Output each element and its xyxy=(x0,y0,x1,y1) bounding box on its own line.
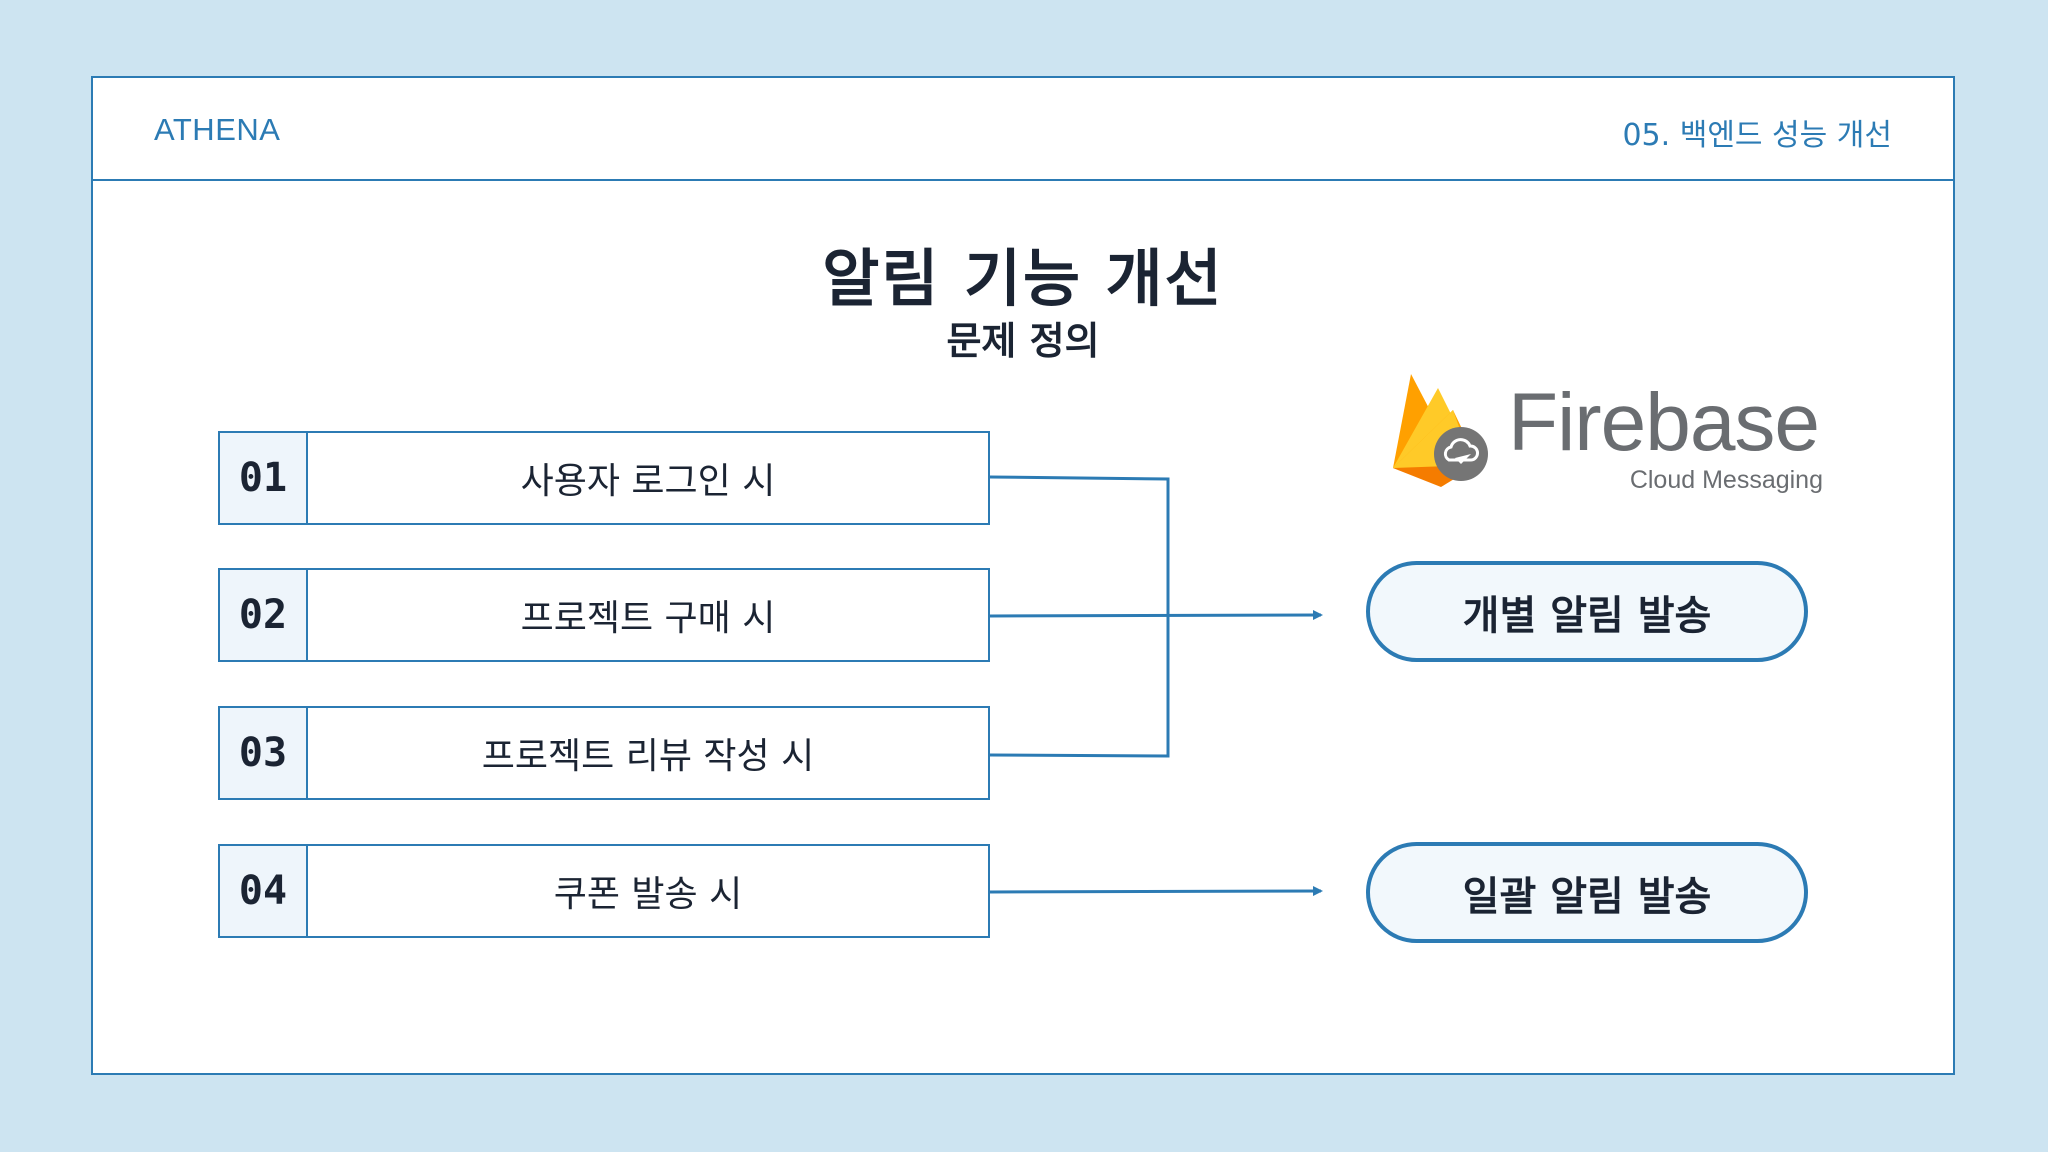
event-label: 사용자 로그인 시 xyxy=(520,461,776,502)
connector-lines xyxy=(989,475,1323,897)
event-row: 04 쿠폰 발송 시 xyxy=(218,844,990,938)
event-row: 02 프로젝트 구매 시 xyxy=(218,568,990,662)
event-number: 04 xyxy=(220,846,308,936)
slide-title: 알림 기능 개선 xyxy=(822,242,1224,315)
firebase-wordmark: Firebase xyxy=(1508,377,1820,468)
event-number: 02 xyxy=(220,570,308,660)
individual-notification-box: 개별 알림 발송 xyxy=(1366,561,1808,662)
event-label: 쿠폰 발송 시 xyxy=(553,874,743,915)
slide-frame: ATHENA 05. 백엔드 성능 개선 알림 기능 개선 문제 정의 01 사… xyxy=(91,76,1955,1075)
bulk-notification-box: 일괄 알림 발송 xyxy=(1366,842,1808,943)
firebase-logo: Firebase Cloud Messaging xyxy=(1383,368,1833,498)
firebase-product-label: Cloud Messaging xyxy=(1629,466,1823,494)
event-row: 01 사용자 로그인 시 xyxy=(218,431,990,525)
slide-header: ATHENA 05. 백엔드 성능 개선 xyxy=(93,78,1953,181)
connector-01 xyxy=(989,475,1170,758)
section-label: 05. 백엔드 성능 개선 xyxy=(1622,118,1892,153)
event-number: 01 xyxy=(220,433,308,523)
connector-02-arrow xyxy=(989,610,1323,621)
connector-04-arrow xyxy=(989,886,1323,897)
slide-subtitle: 문제 정의 xyxy=(946,319,1100,363)
event-label: 프로젝트 구매 시 xyxy=(520,598,776,639)
firebase-flame-icon xyxy=(1393,374,1488,487)
event-label: 프로젝트 리뷰 작성 시 xyxy=(481,736,815,777)
event-number: 03 xyxy=(220,708,308,798)
brand-label: ATHENA xyxy=(154,112,281,147)
event-row: 03 프로젝트 리뷰 작성 시 xyxy=(218,706,990,800)
